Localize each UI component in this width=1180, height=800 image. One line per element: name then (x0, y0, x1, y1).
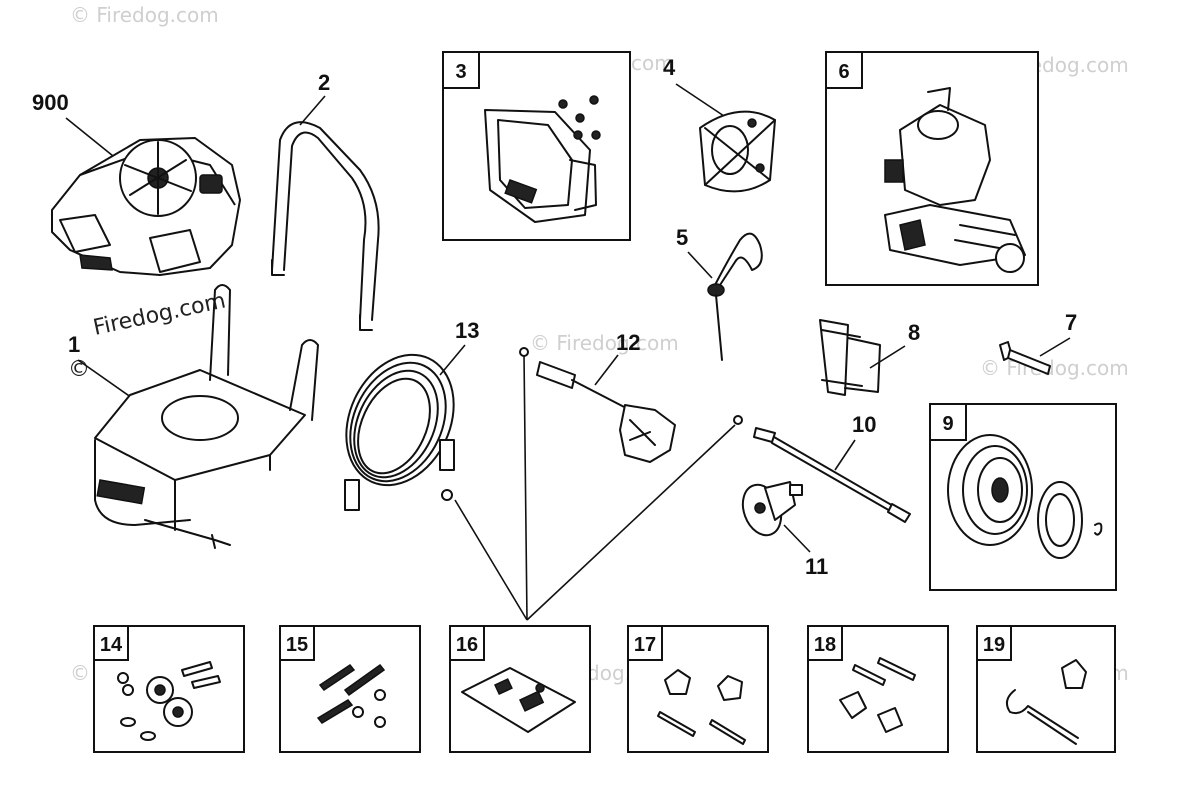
part-label-13: 13 (455, 318, 479, 343)
part-label-9: 9 (942, 413, 953, 435)
part-9-wheel-kit: 9 (929, 403, 1117, 591)
part-2-handle: 2 (271, 70, 380, 331)
part-label-18: 18 (814, 634, 836, 656)
watermark-1: © Firedog.com (70, 3, 219, 27)
watermark-5: © Firedog.com (980, 356, 1129, 380)
part-8-holder: 8 (819, 319, 920, 396)
part-label-900: 900 (32, 90, 69, 115)
part-17-knobs: 17 (627, 625, 769, 753)
part-label-4: 4 (663, 55, 676, 80)
part-label-3: 3 (455, 61, 466, 83)
part-5-dipstick: 5 (676, 225, 763, 361)
part-label-12: 12 (616, 330, 640, 355)
part-7-axle-pin: 7 (999, 310, 1077, 375)
part-label-19: 19 (983, 634, 1005, 656)
part-15-hardware: 15 (279, 625, 421, 753)
watermark-copyright-mark: © (68, 357, 90, 382)
part-6-pump: 6 (825, 51, 1039, 286)
part-11-nozzle: 11 (741, 481, 828, 579)
part-label-7: 7 (1065, 310, 1077, 335)
part-14-hardware: 14 (93, 625, 245, 753)
part-label-17: 17 (634, 634, 656, 656)
part-label-5: 5 (676, 225, 688, 250)
part-label-16: 16 (456, 634, 478, 656)
part-1-frame: 1 (68, 284, 319, 549)
part-label-1: 1 (68, 332, 80, 357)
part-10-lance: 10 (733, 412, 911, 523)
part-13-hose: 13 (344, 318, 479, 511)
part-4-bracket: 5 4 (663, 55, 776, 193)
part-19-hardware: 19 (976, 625, 1116, 753)
part-3-control-panel: 3 (442, 51, 631, 241)
watermark-dark: Firedog.com © (68, 288, 228, 382)
part-label-2: 2 (318, 70, 330, 95)
part-label-14: 14 (100, 634, 123, 656)
part-label-6: 6 (838, 61, 849, 83)
part-label-15: 15 (286, 634, 308, 656)
part-18-hardware: 18 (807, 625, 949, 753)
part-900-engine: 900 (32, 90, 241, 276)
part-label-10: 10 (852, 412, 876, 437)
part-label-11: 11 (805, 554, 828, 579)
watermark-firedog-dark: Firedog.com (91, 288, 228, 340)
part-16-decal: 16 (449, 625, 591, 753)
part-12-spray-gun: 12 (519, 330, 676, 463)
part-label-8: 8 (908, 320, 920, 345)
watermark-4: © Firedog.com (530, 331, 679, 355)
leader-lines (454, 354, 736, 621)
